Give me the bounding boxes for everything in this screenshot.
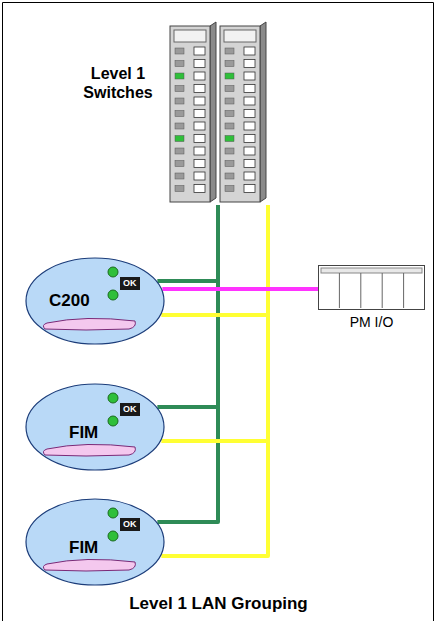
port xyxy=(194,135,205,143)
status-led xyxy=(108,267,118,277)
port-led xyxy=(175,148,184,154)
port xyxy=(244,97,255,105)
port xyxy=(244,122,255,130)
port xyxy=(194,60,205,68)
port-led xyxy=(225,186,234,192)
status-led xyxy=(108,416,118,426)
lan-cable xyxy=(157,205,218,407)
slot-divider xyxy=(382,273,383,308)
port xyxy=(244,110,255,118)
controller-ellipse: FIM OK xyxy=(25,498,165,586)
lan-cable xyxy=(161,205,268,315)
port xyxy=(244,185,255,193)
io-label: PM I/O xyxy=(350,314,394,330)
ok-indicator: OK xyxy=(120,277,140,290)
rack-body xyxy=(319,266,425,310)
port-led xyxy=(175,136,184,142)
status-led xyxy=(108,508,118,518)
port xyxy=(244,72,255,80)
port-led xyxy=(175,123,184,129)
port xyxy=(244,135,255,143)
controller-body xyxy=(26,384,164,470)
port xyxy=(194,160,205,168)
port-led xyxy=(175,73,184,79)
shape-outline xyxy=(25,257,165,345)
port-led xyxy=(225,61,234,67)
port xyxy=(194,122,205,130)
port xyxy=(244,172,255,180)
port xyxy=(244,60,255,68)
status-led xyxy=(108,290,118,300)
port-led xyxy=(225,48,234,54)
rack-rail xyxy=(321,268,422,273)
port-led xyxy=(225,73,234,79)
switch-body xyxy=(170,26,210,202)
switch-panel xyxy=(224,30,256,42)
shape-outline xyxy=(168,20,272,205)
switch-label: Level 1 Switches xyxy=(78,64,158,102)
port-led xyxy=(225,98,234,104)
controller-ellipse: FIM OK xyxy=(25,383,165,471)
card-stripe xyxy=(43,444,135,456)
port xyxy=(194,72,205,80)
port xyxy=(194,97,205,105)
lan-cable xyxy=(162,287,318,291)
port-led xyxy=(175,48,184,54)
port-led xyxy=(225,86,234,92)
slot-divider xyxy=(403,273,404,308)
switch-body xyxy=(220,26,260,202)
port xyxy=(194,110,205,118)
port xyxy=(194,172,205,180)
switch-side xyxy=(210,22,216,202)
slot-divider xyxy=(360,273,361,308)
port xyxy=(244,147,255,155)
ok-indicator: OK xyxy=(120,518,140,531)
switch-side xyxy=(260,22,266,202)
port-led xyxy=(175,173,184,179)
card-stripe xyxy=(43,559,135,571)
shape-outline xyxy=(318,265,425,310)
port-led xyxy=(225,173,234,179)
status-led xyxy=(108,393,118,403)
io-rack: PM I/O xyxy=(318,265,425,310)
port xyxy=(244,85,255,93)
caption: Level 1 LAN Grouping xyxy=(0,594,437,614)
lan-cable xyxy=(161,205,268,556)
switch-group: Level 1 Switches xyxy=(168,20,272,205)
port xyxy=(244,47,255,55)
port-led xyxy=(225,136,234,142)
port xyxy=(244,160,255,168)
port xyxy=(194,85,205,93)
ok-indicator: OK xyxy=(120,403,140,416)
port-led xyxy=(225,111,234,117)
controller-body xyxy=(26,258,164,344)
slot-divider xyxy=(339,273,340,308)
lan-cable xyxy=(157,205,218,281)
port-led xyxy=(175,61,184,67)
controller-body xyxy=(26,499,164,585)
card-stripe xyxy=(43,318,135,330)
port-led xyxy=(175,186,184,192)
port-led xyxy=(225,123,234,129)
status-led xyxy=(108,531,118,541)
port xyxy=(194,47,205,55)
port-led xyxy=(175,98,184,104)
controller-name: C200 xyxy=(49,291,90,311)
port-led xyxy=(175,111,184,117)
frame-line xyxy=(3,3,434,621)
lan-cable xyxy=(161,205,268,441)
switch-panel xyxy=(174,30,206,42)
port-led xyxy=(175,161,184,167)
port xyxy=(194,147,205,155)
port-led xyxy=(225,161,234,167)
port xyxy=(194,185,205,193)
controller-name: FIM xyxy=(69,538,98,558)
port-led xyxy=(175,86,184,92)
controller-name: FIM xyxy=(69,423,98,443)
port-led xyxy=(225,148,234,154)
lan-cable xyxy=(157,205,218,522)
controller-ellipse: C200 OK xyxy=(25,257,165,345)
